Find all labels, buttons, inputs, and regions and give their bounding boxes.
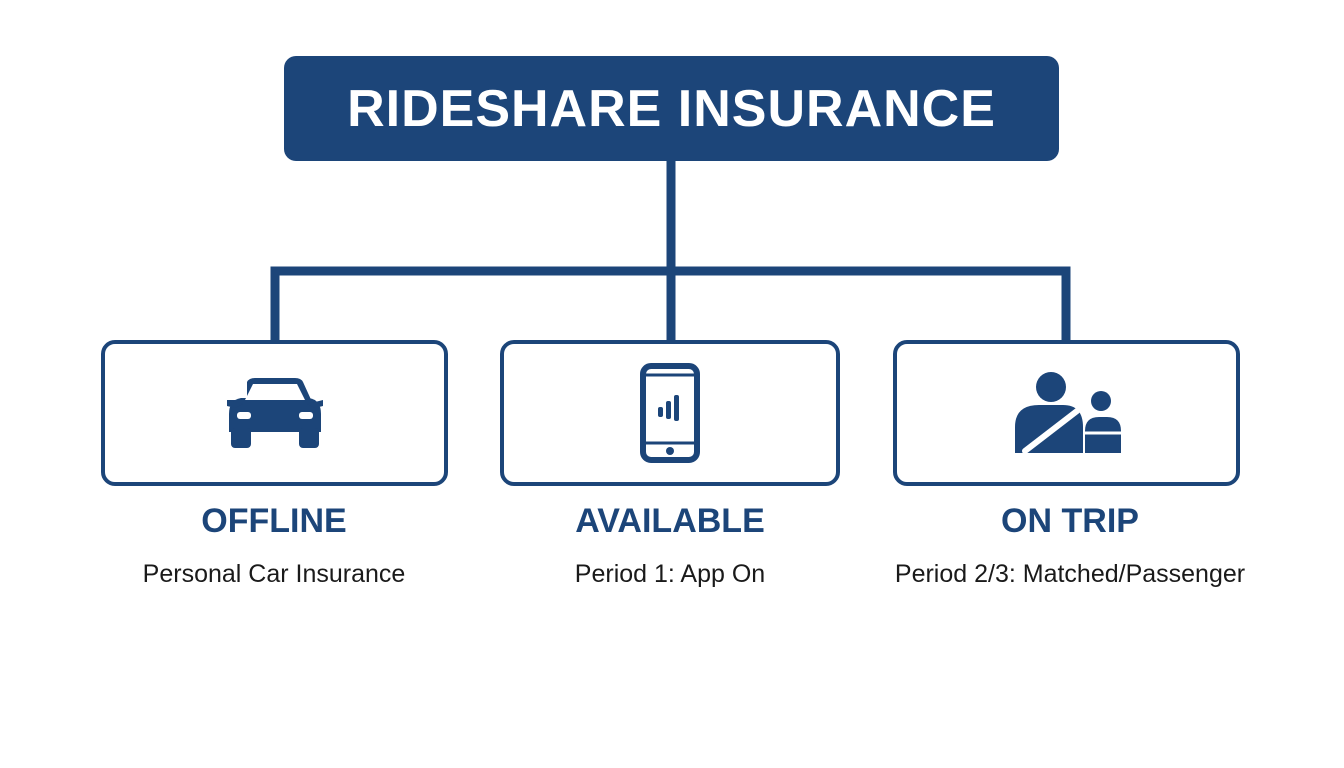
state-description-offline: Personal Car Insurance [142, 560, 406, 588]
car-icon [225, 376, 325, 450]
diagram-title: RIDESHARE INSURANCE [347, 79, 996, 138]
state-label-ontrip: ON TRIP [1001, 502, 1139, 540]
state-box-offline [101, 340, 448, 486]
state-description-ontrip: Period 2/3: Matched/Passenger [894, 560, 1246, 588]
state-label-offline: OFFLINE [201, 502, 347, 540]
smartphone-icon [640, 363, 700, 463]
state-box-available [500, 340, 840, 486]
signal-bar [666, 401, 671, 419]
state-description-available: Period 1: App On [574, 560, 766, 588]
state-label-available: AVAILABLE [575, 502, 765, 540]
title-box: RIDESHARE INSURANCE [284, 56, 1059, 161]
state-box-ontrip [893, 340, 1240, 486]
signal-bar [658, 407, 663, 417]
signal-bar [674, 395, 679, 421]
passenger-seatbelt-icon [1011, 371, 1123, 455]
